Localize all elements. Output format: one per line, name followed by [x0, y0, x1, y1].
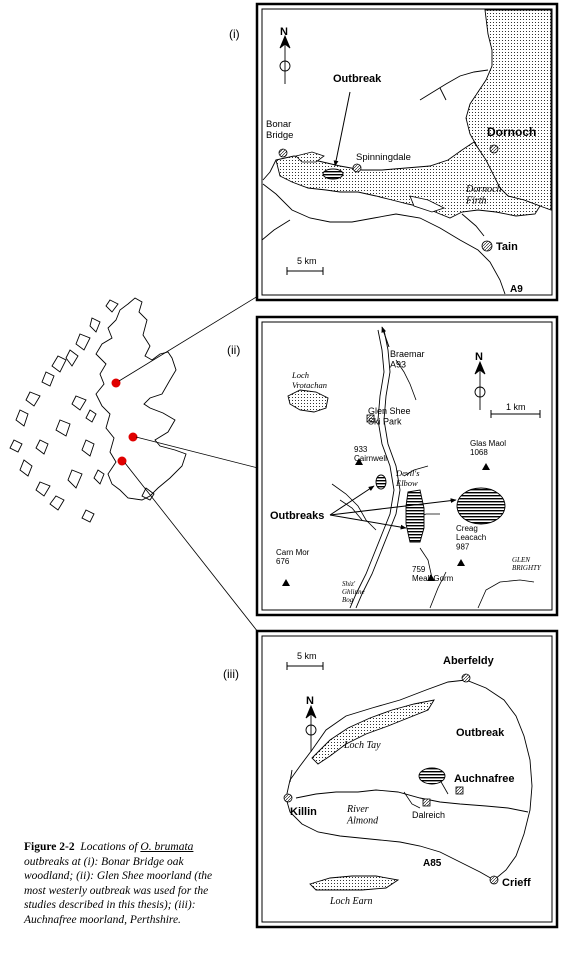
location-marker-glen-shee: [128, 432, 138, 442]
north-arrow: [474, 360, 486, 410]
north-label: N: [306, 695, 314, 707]
outbreak-area: [322, 168, 344, 180]
label-tain: Tain: [496, 241, 518, 253]
town-symbol-aberfeldy: [461, 673, 471, 683]
town-symbol-crieff: [489, 875, 499, 885]
outbreak-area: [418, 767, 446, 785]
outbreak-arrow: [333, 91, 351, 167]
loch-earn: [309, 875, 400, 891]
label-road-a9: A9: [510, 284, 523, 295]
scotland-map: [9, 297, 187, 523]
panel-label-ii: (ii): [227, 343, 240, 357]
summit-markers: [282, 458, 490, 586]
label-crieff: Crieff: [502, 877, 531, 889]
caption-figure-number: Figure 2-2: [24, 841, 75, 853]
panel-glen-shee: N: [255, 315, 559, 617]
town-symbol-bonar-bridge: [278, 148, 288, 158]
caption-text-body: outbreaks at (i): Bonar Bridge oak woodl…: [24, 855, 213, 926]
outbreak-area-creag-leacach: [456, 487, 506, 525]
scale-bar: [286, 662, 324, 670]
panel-label-iii: (iii): [223, 667, 239, 681]
scotland-coastline: [95, 297, 187, 501]
panel-auchnafree: N: [255, 629, 559, 929]
label-outbreaks: Outbreaks: [270, 510, 324, 522]
road-a93: [349, 329, 395, 609]
leader-lines: [118, 295, 259, 633]
figure-caption: Figure 2-2 Locations of O. brumata outbr…: [24, 840, 234, 927]
label-dalreich: Dalreich: [412, 810, 445, 820]
outbreak-arrows: [329, 485, 457, 530]
label-road-a85: A85: [423, 858, 442, 869]
town-symbol-killin: [283, 793, 293, 803]
label-scale: 5 km: [297, 256, 317, 266]
location-marker-bonar-bridge: [111, 378, 121, 388]
label-auchnafree: Auchnafree: [454, 773, 515, 785]
north-label: N: [280, 26, 288, 38]
town-symbol-dornoch: [489, 144, 499, 154]
label-killin: Killin: [290, 806, 317, 818]
outbreak-location-markers: [111, 378, 138, 466]
label-scale: 5 km: [297, 651, 317, 661]
north-label: N: [475, 351, 483, 363]
outbreak-area-cairnwell: [375, 474, 387, 490]
scale-bar: [286, 267, 324, 275]
location-marker-auchnafree: [117, 456, 127, 466]
label-aberfeldy: Aberfeldy: [443, 655, 495, 667]
town-symbol-tain: [481, 240, 493, 252]
scale-bar: [490, 410, 541, 418]
label-spinningdale: Spinningdale: [356, 152, 411, 163]
label-scale: 1 km: [506, 402, 526, 412]
label-loch-earn: Loch Earn: [329, 896, 373, 907]
river-almond: [295, 789, 529, 813]
farm-symbol-dalreich: [422, 798, 431, 807]
label-dornoch: Dornoch: [487, 125, 536, 139]
farm-symbol-auchnafree: [455, 786, 464, 795]
label-outbreak: Outbreak: [456, 727, 505, 739]
ski-park-symbol: [366, 414, 375, 423]
outbreak-area-west-slope: [405, 489, 425, 543]
loch-tay: [311, 699, 435, 765]
panel-label-i: (i): [229, 27, 240, 41]
label-outbreak: Outbreak: [333, 73, 382, 85]
loch-vrotachan: [287, 389, 329, 413]
road-loop: [285, 679, 533, 881]
label-loch-tay: Loch Tay: [343, 740, 381, 751]
town-symbol-spinningdale: [352, 163, 362, 173]
dornoch-firth: [275, 141, 541, 219]
north-arrow: [279, 34, 291, 84]
north-arrow: [305, 704, 317, 752]
caption-text-lead: Locations of: [80, 841, 141, 853]
panel-bonar-bridge: N: [255, 2, 559, 302]
caption-species: O. brumata: [140, 841, 194, 853]
